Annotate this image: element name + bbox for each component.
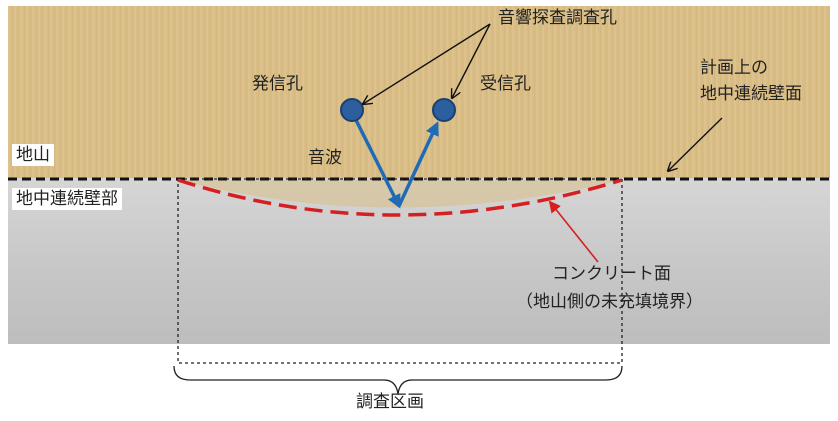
- rx-hole-icon: [432, 98, 456, 122]
- section-bracket: [173, 365, 623, 395]
- planned-wall-label-line1: 計画上の: [700, 58, 768, 78]
- probe-label-arrow-tx: [363, 23, 491, 104]
- tx-hole-label: 発信孔: [252, 74, 303, 94]
- planned-wall-label-line2: 地中連続壁面: [700, 84, 802, 104]
- wall-part-label: 地中連続壁部: [12, 188, 122, 211]
- ground-label: 地山: [12, 144, 54, 167]
- concrete-boundary-label-line2: （地山側の未充填境界）: [516, 292, 703, 312]
- rx-hole-label: 受信孔: [480, 74, 531, 94]
- section-label: 調査区画: [356, 392, 424, 412]
- concrete-boundary-curve: [177, 178, 623, 217]
- survey-section-box: [177, 178, 623, 364]
- concrete-boundary-arrow: [548, 200, 599, 263]
- wave-label: 音波: [308, 148, 342, 168]
- wave-path-down: [350, 111, 401, 209]
- probe-label-arrow-rx: [452, 23, 491, 98]
- ground-region: [8, 6, 830, 178]
- probe-holes-label: 音響探査調査孔: [498, 8, 617, 28]
- tx-hole-icon: [340, 98, 364, 122]
- wave-path-up: [397, 121, 439, 207]
- planned-wall-arrow: [668, 117, 723, 171]
- concrete-boundary-label-line1: コンクリート面: [552, 264, 671, 284]
